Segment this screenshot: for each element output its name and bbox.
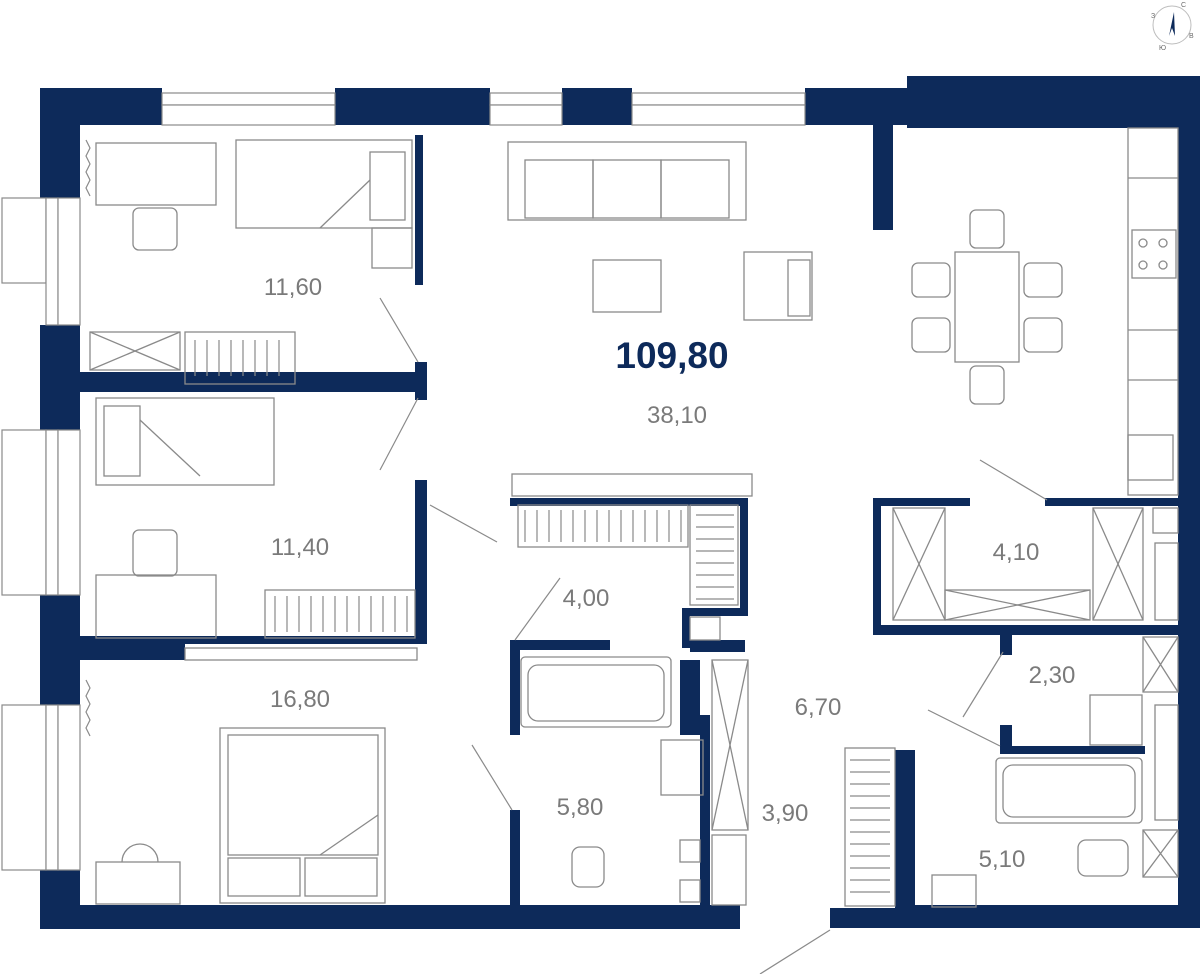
- windows: [1, 92, 806, 871]
- room-area-laundry: 3,90: [762, 800, 809, 827]
- bathtub-1: [520, 656, 672, 728]
- compass-west: З: [1151, 13, 1155, 20]
- compass-south: Ю: [1159, 45, 1166, 52]
- sink-kitchen: [1127, 434, 1174, 481]
- room-area-bedroom2: 11,40: [271, 534, 329, 561]
- washer: [1089, 694, 1143, 746]
- room-area-corridor: 6,70: [795, 694, 842, 721]
- room-area-storage: 4,10: [993, 539, 1040, 566]
- room-area-wc2: 2,30: [1029, 662, 1076, 689]
- kitchen-counter: [1127, 127, 1179, 496]
- compass-rose: С В Ю З: [1151, 2, 1194, 52]
- hanger-marks: [194, 340, 890, 893]
- toilet-bath1: [571, 846, 605, 888]
- door-swings: [85, 139, 1048, 974]
- compass-east: В: [1189, 33, 1194, 40]
- room-area-bath2: 5,10: [979, 846, 1026, 873]
- sink-bath2: [931, 874, 977, 908]
- compass-north: С: [1181, 2, 1186, 9]
- bed-master: [219, 727, 386, 904]
- chair-bedroom1: [132, 207, 178, 251]
- room-area-living: 38,10: [647, 402, 707, 429]
- coffee-table: [592, 259, 662, 313]
- furniture: [89, 127, 1179, 908]
- room-area-bedroom1: 11,60: [264, 274, 322, 301]
- total-area-label: 109,80: [615, 335, 728, 376]
- dining-table: [954, 251, 1020, 363]
- room-area-master: 16,80: [270, 686, 330, 713]
- walls: [40, 76, 1200, 929]
- bathtub-2: [995, 757, 1143, 824]
- storage-cabinet-left: [892, 507, 946, 621]
- bed-bedroom2: [95, 397, 275, 486]
- armchair: [743, 251, 813, 321]
- desk-bedroom1: [95, 142, 217, 206]
- storage-cabinet-right: [1092, 507, 1144, 621]
- compass-needle-icon: [1169, 12, 1175, 36]
- wardrobe-corridor: [844, 747, 896, 907]
- tv-master: [184, 647, 418, 661]
- wardrobe-bedroom1: [184, 331, 296, 385]
- sofa: [507, 141, 747, 221]
- room-area-bath1: 5,80: [557, 794, 604, 821]
- desk-bedroom2: [95, 574, 217, 639]
- room-area-hall: 4,00: [563, 585, 610, 612]
- toilet-bath2: [1077, 839, 1129, 877]
- wardrobe-bedroom2: [264, 589, 416, 639]
- stove: [1131, 229, 1177, 279]
- bed-bedroom1: [235, 139, 413, 229]
- sink-bath1: [660, 739, 704, 796]
- wardrobe-hall: [517, 504, 689, 548]
